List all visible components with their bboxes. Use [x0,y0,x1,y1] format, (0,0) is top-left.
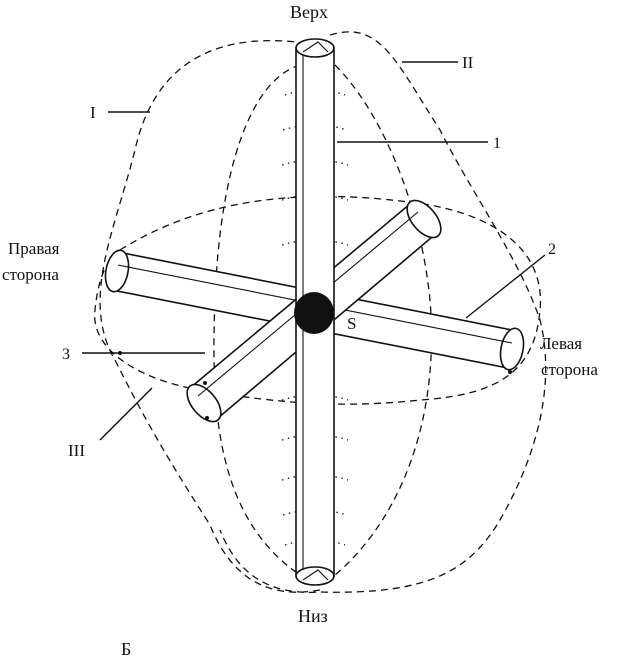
label-left-side-2: сторона [541,360,598,379]
label-top: Верх [290,2,328,22]
label-bottom: Низ [298,606,328,626]
label-num-1: 1 [493,135,501,152]
leader-2 [465,254,546,319]
label-roman-II: II [462,53,474,72]
center-point-s [294,292,334,334]
label-right-side-2: сторона [2,265,59,284]
plane-III-outline [94,195,542,405]
label-left-side-1: Левая [540,334,582,353]
plane-II-outline [219,31,547,594]
leader-III [99,387,153,441]
label-right-side-1: Правая [8,239,60,258]
label-num-3: 3 [62,346,70,363]
inner-ellipse-outline-right [334,64,433,576]
outline-end-dots [118,351,512,420]
label-roman-I: I [90,103,96,122]
label-num-2: 2 [548,241,556,258]
label-panel: Б [121,639,131,657]
label-roman-III: III [68,441,85,460]
plane-I-outline [99,39,321,593]
label-center-s: S [347,314,356,333]
